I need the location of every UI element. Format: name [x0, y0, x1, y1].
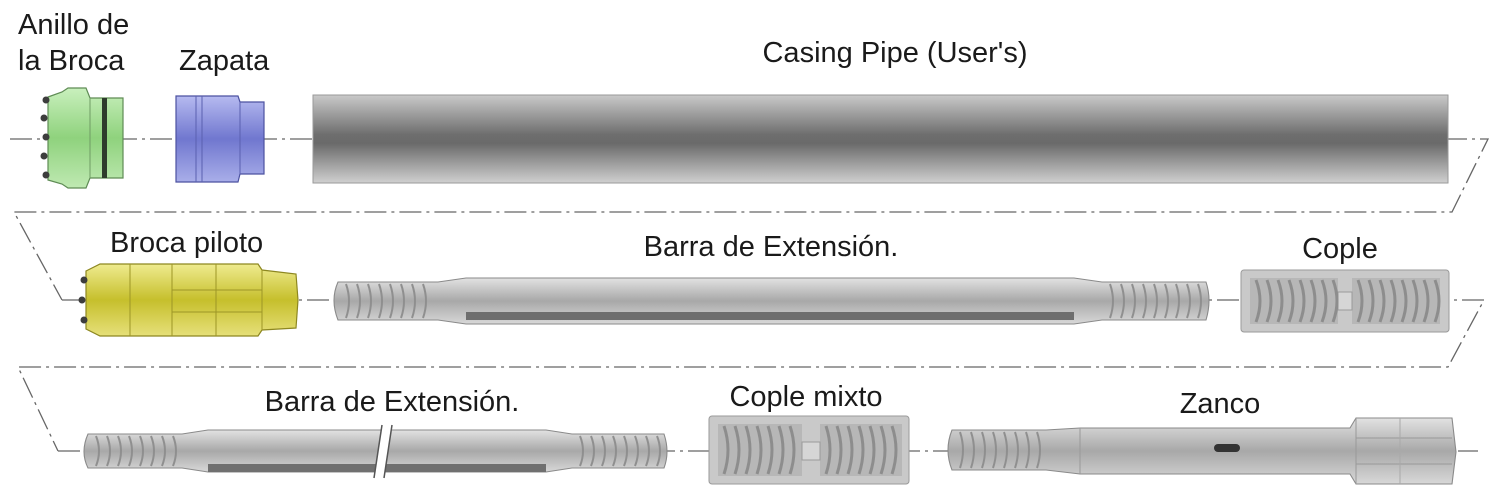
thread-ridge — [150, 435, 155, 467]
cople-part — [1240, 269, 1450, 333]
thread-ridge — [356, 283, 361, 319]
thread-ridge — [1276, 279, 1284, 323]
thread-ridge — [612, 435, 617, 467]
thread-ridge — [744, 425, 752, 475]
thread-ridge — [1131, 283, 1136, 319]
thread-ridge — [1175, 283, 1180, 319]
thread-ridge — [868, 425, 876, 475]
thread-ridge — [981, 431, 986, 469]
label-anillo-line1: Anillo de — [18, 9, 130, 41]
thread-ridge — [1433, 279, 1441, 323]
cople-mixto-part — [708, 415, 910, 485]
thread-ridge — [378, 283, 383, 319]
thread-ridge — [411, 283, 416, 319]
label-broca-piloto: Broca piloto — [110, 227, 264, 259]
thread-ridge — [1254, 279, 1262, 323]
thread-ridge — [1153, 283, 1158, 319]
label-cople: Cople — [1302, 233, 1378, 265]
thread-ridge — [1197, 283, 1202, 319]
thread-ridge — [879, 425, 887, 475]
thread-ridge — [857, 425, 865, 475]
thread-ridge — [1411, 279, 1419, 323]
thread-ridge — [1164, 283, 1169, 319]
thread-ridge — [95, 435, 100, 467]
thread-ridge — [755, 425, 763, 475]
broca-piloto-part — [78, 263, 299, 337]
thread-ridge — [992, 431, 997, 469]
thread-ridge — [846, 425, 854, 475]
thread-ridge — [128, 435, 133, 467]
thread-ridge — [117, 435, 122, 467]
zapata-part — [175, 95, 265, 183]
thread-ridge — [1265, 279, 1273, 323]
thread-ridge — [722, 425, 730, 475]
thread-ridge — [345, 283, 350, 319]
label-anillo-line2: la Broca — [18, 45, 125, 77]
label-zapata: Zapata — [179, 45, 270, 77]
anillo-de-la-broca-part — [40, 87, 124, 189]
thread-ridge — [1036, 431, 1041, 469]
thread-ridge — [1331, 279, 1339, 323]
thread-ridge — [579, 435, 584, 467]
casing-pipe-part — [312, 94, 1449, 184]
thread-ridge — [1186, 283, 1191, 319]
thread-ridge — [1003, 431, 1008, 469]
thread-ridge — [172, 435, 177, 467]
thread-ridge — [656, 435, 661, 467]
barra-extension-row2-part — [333, 277, 1210, 325]
thread-ridge — [1142, 283, 1147, 319]
thread-ridge — [777, 425, 785, 475]
thread-ridge — [959, 431, 964, 469]
thread-ridge — [1109, 283, 1114, 319]
thread-ridge — [1389, 279, 1397, 323]
thread-ridge — [422, 283, 427, 319]
thread-ridge — [1309, 279, 1317, 323]
thread-ridge — [970, 431, 975, 469]
label-casing-pipe: Casing Pipe (User's) — [762, 37, 1028, 69]
thread-ridge — [766, 425, 774, 475]
thread-ridge — [161, 435, 166, 467]
thread-ridge — [1287, 279, 1295, 323]
thread-ridge — [733, 425, 741, 475]
thread-ridge — [1298, 279, 1306, 323]
label-cople-mixto: Cople mixto — [729, 381, 883, 413]
thread-ridge — [1014, 431, 1019, 469]
thread-ridge — [788, 425, 796, 475]
label-barra-extension-row3: Barra de Extensión. — [264, 386, 520, 418]
thread-ridge — [106, 435, 111, 467]
thread-ridge — [890, 425, 898, 475]
thread-ridge — [590, 435, 595, 467]
thread-ridge — [1320, 279, 1328, 323]
thread-ridge — [645, 435, 650, 467]
thread-ridge — [634, 435, 639, 467]
thread-ridge — [139, 435, 144, 467]
label-zanco: Zanco — [1179, 388, 1261, 420]
thread-ridge — [1356, 279, 1364, 323]
label-barra-extension-row2: Barra de Extensión. — [643, 231, 899, 263]
thread-ridge — [824, 425, 832, 475]
barra-extension-row3-part — [83, 424, 668, 479]
thread-ridge — [367, 283, 372, 319]
thread-ridge — [1422, 279, 1430, 323]
thread-ridge — [400, 283, 405, 319]
zanco-part — [947, 417, 1457, 485]
thread-ridge — [1025, 431, 1030, 469]
thread-ridge — [1400, 279, 1408, 323]
thread-ridge — [1367, 279, 1375, 323]
thread-ridge — [601, 435, 606, 467]
thread-ridge — [623, 435, 628, 467]
thread-ridge — [389, 283, 394, 319]
thread-ridge — [1378, 279, 1386, 323]
thread-ridge — [1120, 283, 1125, 319]
thread-ridge — [835, 425, 843, 475]
